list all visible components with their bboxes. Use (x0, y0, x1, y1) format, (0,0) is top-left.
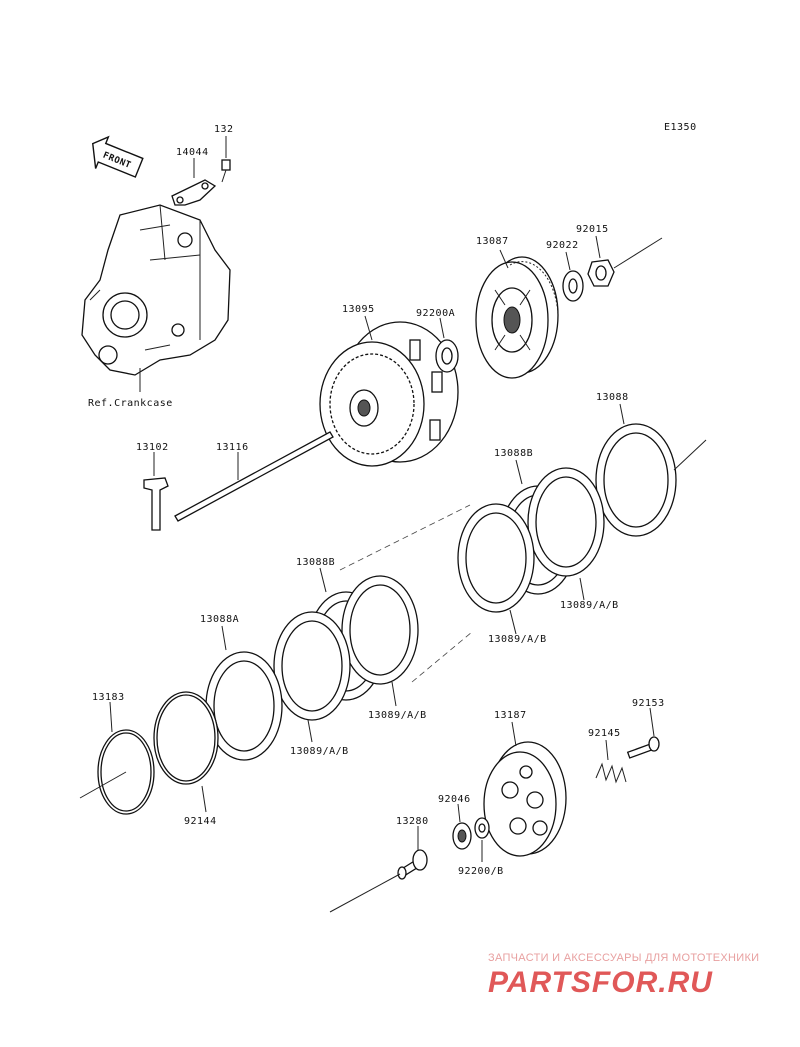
clutch-housing-part (319, 321, 459, 467)
label-92015: 92015 (576, 224, 609, 235)
push-lever-part (143, 477, 169, 531)
label-13187: 13187 (494, 710, 527, 721)
label-92022: 92022 (546, 240, 579, 251)
watermark-logo: PARTSFOR.RU (488, 966, 713, 999)
bracket-part (171, 179, 217, 206)
pusher-part (397, 849, 428, 880)
steel-plate-13089-mid-part (457, 503, 535, 613)
friction-plate-13088-part (595, 423, 677, 537)
bearing-part (452, 822, 472, 850)
steel-plate-13089-lower-right-part (341, 575, 419, 685)
push-rod-part (174, 431, 334, 522)
washer-part (562, 270, 584, 302)
label-13088b-upper: 13088B (494, 448, 533, 459)
label-13088a: 13088A (200, 614, 239, 625)
label-13088: 13088 (596, 392, 629, 403)
clutch-hub-part (475, 256, 559, 379)
label-92046: 92046 (438, 794, 471, 805)
bolt-92153-part (626, 736, 660, 759)
label-92153: 92153 (632, 698, 665, 709)
watermark-tagline: ЗАПЧАСТИ И АКСЕССУАРЫ ДЛЯ МОТОТЕХНИКИ (488, 952, 760, 964)
label-13088b-mid: 13088B (296, 557, 335, 568)
label-13183: 13183 (92, 692, 125, 703)
spring-part (595, 762, 627, 784)
label-13089-lower-left: 13089/A/B (290, 746, 349, 757)
diagram-code: E1350 (664, 122, 697, 133)
label-92144: 92144 (184, 816, 217, 827)
label-92200b: 92200/B (458, 866, 504, 877)
crankcase-ref-label: Ref.Crankcase (88, 398, 173, 409)
label-13089-mid: 13089/A/B (488, 634, 547, 645)
label-92145: 92145 (588, 728, 621, 739)
crankcase-illustration (81, 204, 231, 376)
label-92200a: 92200A (416, 308, 455, 319)
friction-plate-13088a-part (205, 651, 283, 761)
label-13089-lower-right: 13089/A/B (368, 710, 427, 721)
label-14044: 14044 (176, 147, 209, 158)
label-13280: 13280 (396, 816, 429, 827)
washer-92200a-part (435, 339, 459, 373)
nut-part (587, 259, 615, 287)
steel-plate-13089-upper-part (527, 467, 605, 577)
front-arrow-icon: FRONT (91, 135, 144, 178)
label-13102: 13102 (136, 442, 169, 453)
washer-92200b-part (474, 817, 490, 839)
label-13116: 13116 (216, 442, 249, 453)
steel-plate-13089-lower-left-part (273, 611, 351, 721)
ring-92144-part (153, 691, 219, 785)
pressure-plate-part (483, 741, 567, 857)
label-132: 132 (214, 124, 234, 135)
bolt-part (221, 159, 231, 183)
label-13089-upper: 13089/A/B (560, 600, 619, 611)
label-13087: 13087 (476, 236, 509, 247)
label-13095: 13095 (342, 304, 375, 315)
